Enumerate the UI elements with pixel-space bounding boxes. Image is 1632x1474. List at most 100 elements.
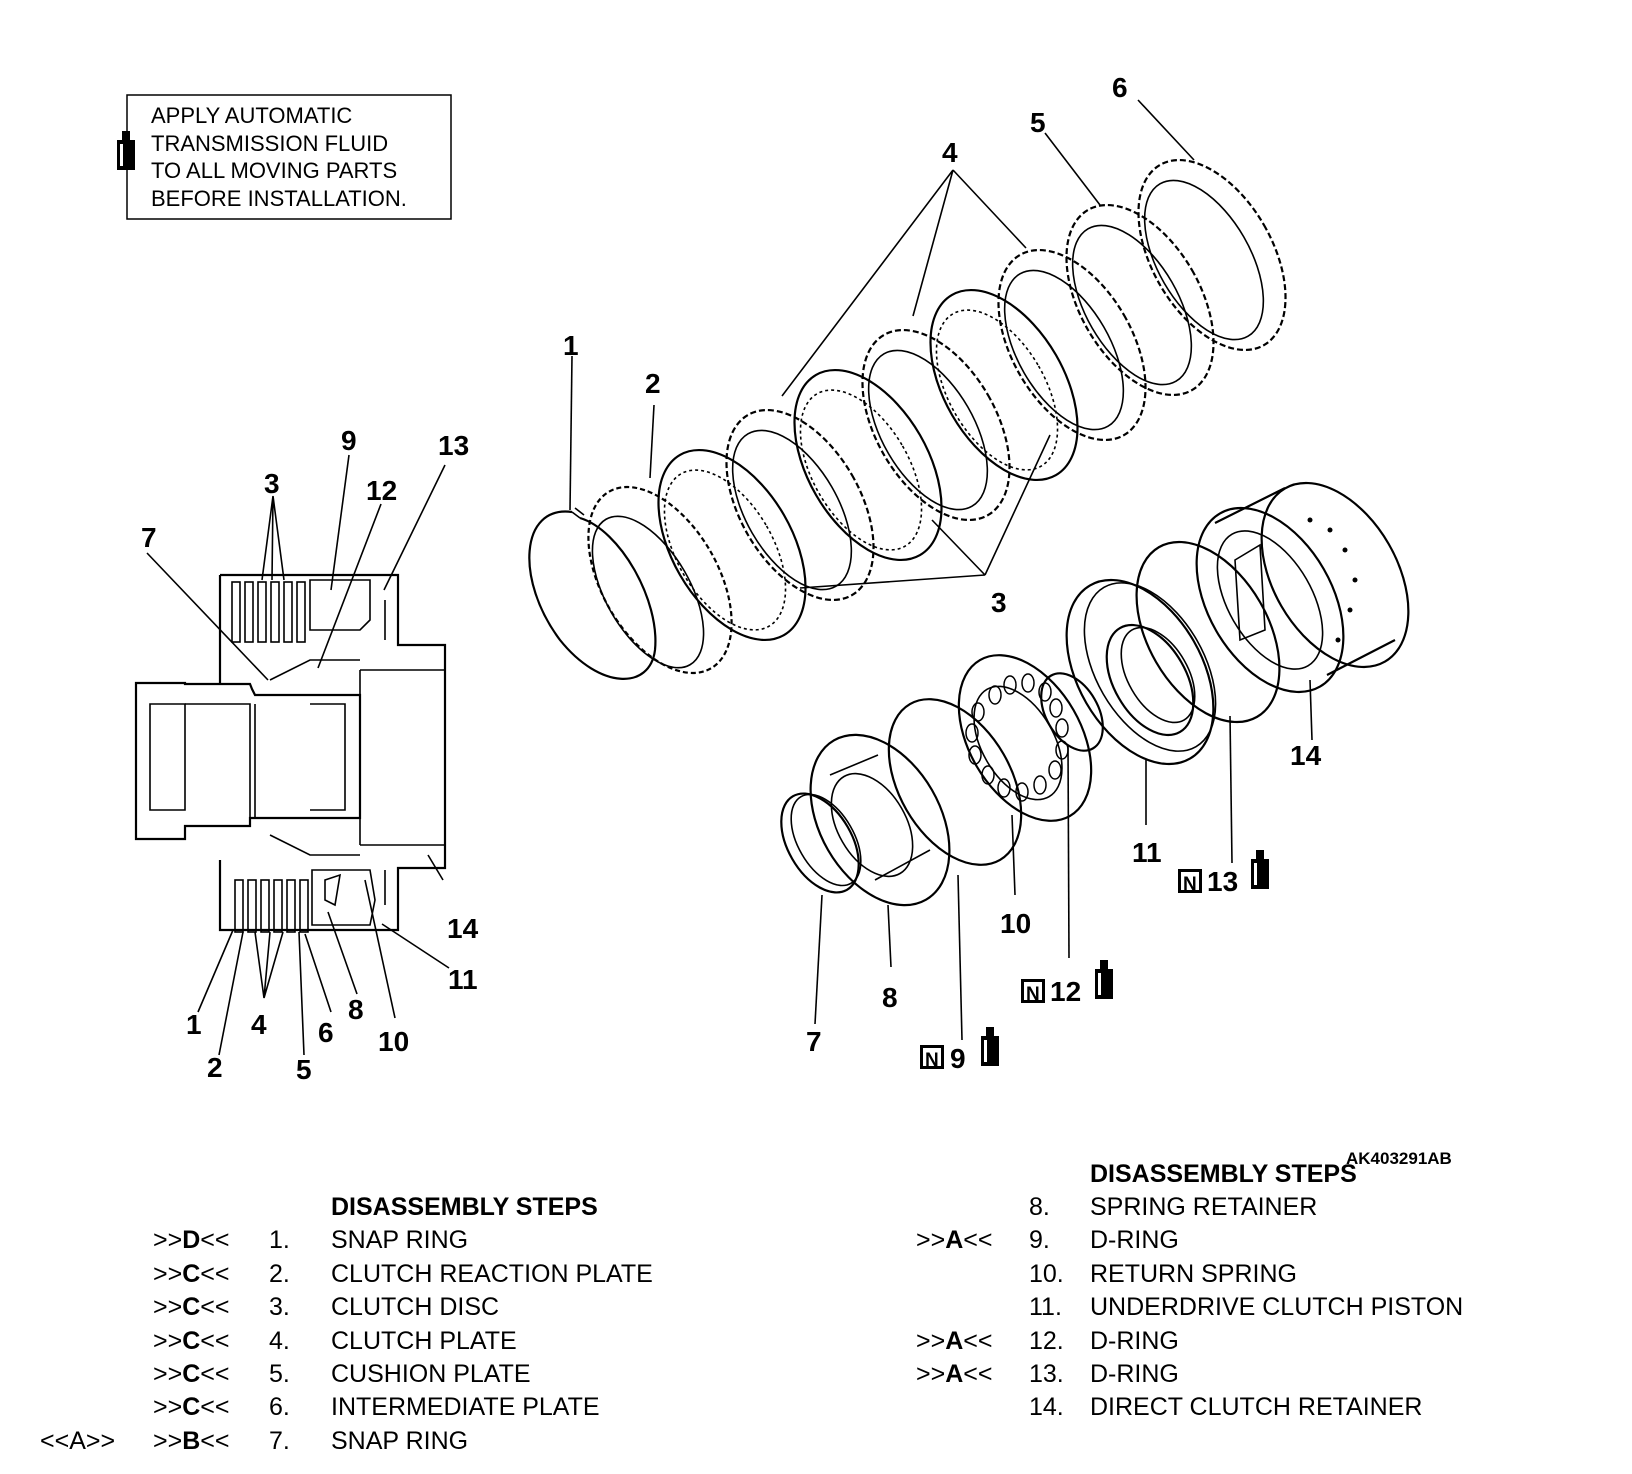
step-part-name: SNAP RING (331, 1226, 469, 1255)
note-line-2: TRANSMISSION FLUID (151, 131, 388, 156)
step-row: <<A>> >>B<< 7. SNAP RING (0, 1425, 760, 1458)
step-row: >>C<< 2. CLUTCH REACTION PLATE (0, 1258, 760, 1291)
reaction-plate-2 (587, 485, 733, 675)
step-number: 6. (269, 1393, 290, 1422)
steps-heading: DISASSEMBLY STEPS (331, 1193, 598, 1221)
oil-can-icon (1251, 850, 1269, 889)
step-number: 8. (1029, 1193, 1050, 1221)
step-part-name: INTERMEDIATE PLATE (331, 1393, 600, 1422)
step-row: >>C<< 3. CLUTCH DISC (0, 1291, 760, 1324)
step-number: 7. (269, 1426, 290, 1455)
clutch-disc-c (929, 288, 1079, 482)
section-callout-9: 9 (341, 425, 357, 456)
exploded-callout-5: 5 (1030, 107, 1046, 138)
section-callout-12: 12 (366, 475, 397, 506)
figure-id: AK403291AB (1346, 1149, 1452, 1168)
step-number: 10. (1029, 1259, 1064, 1288)
step-part-name: UNDERDRIVE CLUTCH PISTON (1090, 1293, 1464, 1322)
exploded-callout-8: 8 (882, 982, 898, 1013)
clutch-disc-a (657, 448, 807, 642)
section-callout-11: 11 (448, 964, 478, 995)
step-row: >>C<< 6. INTERMEDIATE PLATE (0, 1391, 760, 1424)
exploded-callout-6: 6 (1112, 72, 1128, 103)
step-service-mark: >>C<< (153, 1326, 230, 1355)
step-service-mark: >>D<< (153, 1226, 230, 1255)
direct-clutch-retainer-14 (1195, 481, 1410, 694)
clutch-plate-a (725, 408, 875, 602)
exploded-callout-7: 7 (806, 1026, 822, 1057)
step-number: 9. (1029, 1226, 1050, 1255)
n-symbol-13: N (1183, 874, 1197, 895)
upper-clutch-pack (231, 579, 371, 643)
step-number: 11. (1029, 1293, 1062, 1322)
exploded-piston-assembly: 7 8 10 11 14 N 9 N 12 N 13 (780, 481, 1410, 1074)
step-service-mark: >>C<< (153, 1359, 230, 1388)
section-callout-2: 2 (207, 1052, 223, 1083)
step-service-mark: >>A<< (916, 1359, 993, 1388)
step-service-mark: >>A<< (916, 1326, 993, 1355)
step-number: 2. (269, 1259, 290, 1288)
oil-can-icon (981, 1027, 999, 1066)
step-row: >>C<< 4. CLUTCH PLATE (0, 1325, 760, 1358)
step-row: 11. UNDERDRIVE CLUTCH PISTON (0, 1291, 1632, 1324)
exploded-callout-11: 11 (1132, 837, 1162, 868)
section-callout-5: 5 (296, 1054, 312, 1085)
step-number: 1. (269, 1226, 290, 1255)
step-service-mark: >>A<< (916, 1226, 993, 1255)
d-ring-12 (1040, 672, 1104, 752)
step-part-name: CUSHION PLATE (331, 1359, 531, 1388)
section-callout-6: 6 (318, 1017, 334, 1048)
exploded-callout-14: 14 (1290, 740, 1322, 771)
step-part-name: RETURN SPRING (1090, 1259, 1297, 1288)
oil-can-icon (1095, 960, 1113, 999)
section-callout-7: 7 (141, 522, 157, 553)
section-callout-13: 13 (438, 430, 469, 461)
step-row: >>A<< 9. D-RING (0, 1224, 1632, 1257)
step-row: >>D<< 1. SNAP RING (0, 1224, 760, 1257)
steps-heading: DISASSEMBLY STEPS (1090, 1159, 1357, 1188)
d-ring-9 (887, 698, 1023, 866)
n-symbol-9: N (925, 1050, 939, 1071)
step-number: 3. (269, 1293, 290, 1322)
cross-section-view: 7 3 9 12 13 14 11 1 2 4 5 6 8 10 (134, 425, 479, 1085)
step-part-name: DIRECT CLUTCH RETAINER (1090, 1393, 1423, 1422)
snap-ring-7 (780, 792, 860, 894)
exploded-callout-10: 10 (1000, 908, 1031, 939)
clutch-disc-b (793, 368, 943, 562)
step-number: 14. (1029, 1393, 1064, 1422)
cushion-plate-5 (1065, 203, 1215, 397)
disassembly-steps-right: DISASSEMBLY STEPS 8. SPRING RETAINER >>A… (0, 1160, 1632, 1425)
underdrive-piston-11 (1065, 578, 1217, 766)
exploded-callout-2: 2 (645, 368, 661, 399)
step-part-name: D-RING (1090, 1359, 1179, 1388)
note-line-1: APPLY AUTOMATIC (151, 103, 352, 128)
step-row: 8. SPRING RETAINER (0, 1191, 1632, 1224)
exploded-callout-13: 13 (1207, 866, 1238, 897)
step-row: >>C<< 5. CUSHION PLATE (0, 1358, 760, 1391)
section-callout-8: 8 (348, 994, 364, 1025)
oil-can-icon (117, 131, 135, 170)
d-ring-13 (1135, 540, 1281, 724)
step-part-name: D-RING (1090, 1226, 1179, 1255)
exploded-callout-3: 3 (991, 587, 1007, 618)
section-callout-14: 14 (447, 913, 479, 944)
step-service-mark: >>B<< (153, 1426, 230, 1455)
step-service-mark: >>C<< (153, 1259, 230, 1288)
step-row: 14. DIRECT CLUTCH RETAINER (0, 1391, 1632, 1424)
exploded-callout-12: 12 (1050, 976, 1081, 1007)
step-number: 4. (269, 1326, 290, 1355)
note-line-3: TO ALL MOVING PARTS (151, 158, 397, 183)
step-row: 10. RETURN SPRING (0, 1258, 1632, 1291)
note-line-4: BEFORE INSTALLATION. (151, 186, 407, 211)
step-number: 5. (269, 1359, 290, 1388)
atf-note: APPLY AUTOMATIC TRANSMISSION FLUID TO AL… (117, 94, 452, 220)
step-pre-mark: <<A>> (40, 1426, 116, 1455)
exploded-callout-9: 9 (950, 1043, 966, 1074)
step-service-mark: >>C<< (153, 1293, 230, 1322)
step-row: >>A<< 12. D-RING (0, 1325, 1632, 1358)
step-part-name: CLUTCH REACTION PLATE (331, 1259, 653, 1288)
section-callout-3: 3 (264, 468, 280, 499)
spring-retainer-8 (809, 733, 951, 907)
step-part-name: SPRING RETAINER (1090, 1193, 1318, 1221)
